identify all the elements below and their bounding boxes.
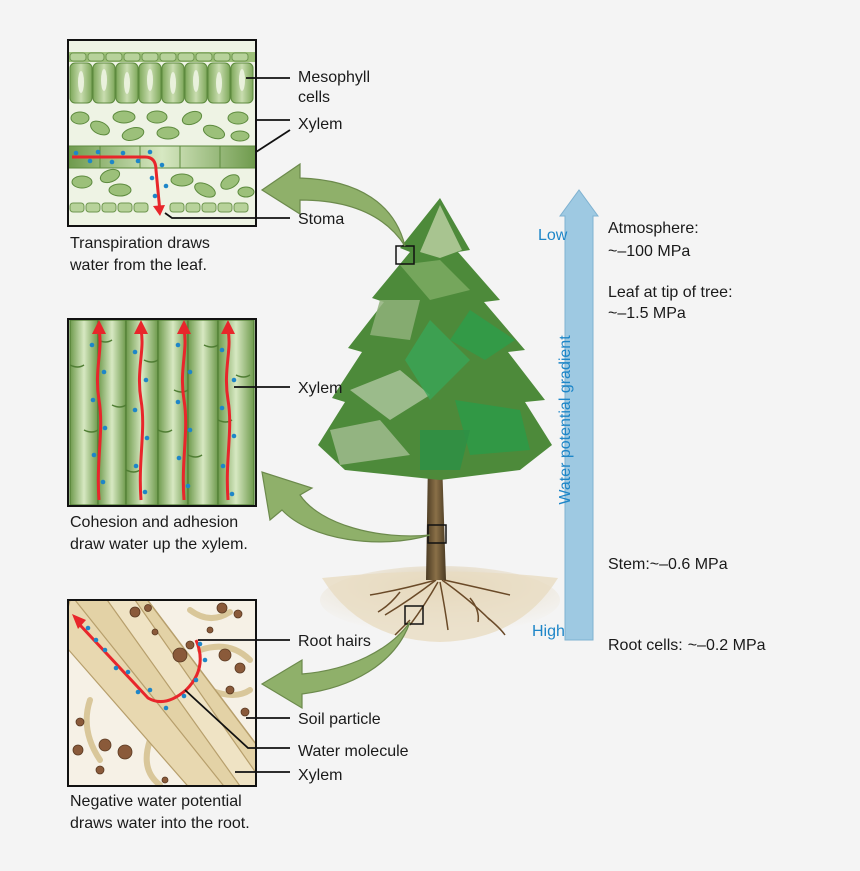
leaf-callout-arrow [260, 162, 406, 247]
label-soil-particle: Soil particle [298, 711, 381, 728]
gradient-axis-label: Water potential gradient [557, 335, 574, 505]
level-leaf-value: ~–1.5 MPa [608, 305, 686, 322]
spongy-cells [70, 110, 255, 198]
root-panel-border [67, 599, 257, 787]
label-mesophyll-line2: cells [298, 89, 330, 106]
caption-stem-line2: draw water up the xylem. [70, 536, 248, 553]
level-atmosphere-name: Atmosphere: [608, 220, 699, 237]
leaf-water-arrowhead [153, 205, 165, 216]
level-root-name: Root cells: [608, 637, 683, 654]
stem-water-paths [95, 329, 232, 501]
caption-root-line2: draws water into the root. [70, 815, 250, 832]
leaf-xylem-vein [67, 145, 257, 169]
level-atmosphere-value: ~–100 MPa [608, 243, 690, 260]
leaf-panel-border [67, 39, 257, 227]
caption-stem-line1: Cohesion and adhesion [70, 514, 238, 531]
tree-canopy [318, 198, 552, 480]
label-root-hairs: Root hairs [298, 633, 371, 650]
level-leaf-name: Leaf at tip of tree: [608, 284, 733, 301]
level-root: Root cells: ~–0.2 MPa [608, 637, 766, 654]
water-potential-gradient-arrow [559, 189, 599, 641]
leaf-cross-section-panel [67, 39, 257, 227]
label-leaf-xylem: Xylem [298, 116, 342, 133]
gradient-high-label: High [532, 623, 565, 640]
label-stem-xylem: Xylem [298, 380, 342, 397]
callout-arrows [260, 162, 431, 710]
root-soil-panel [67, 599, 257, 787]
root-water-molecules [85, 625, 208, 711]
stem-callout-arrow [261, 471, 431, 543]
stem-water-molecules [89, 342, 237, 497]
mesophyll-cells [69, 62, 254, 104]
tree-trunk [426, 460, 446, 580]
tree-illustration [318, 198, 560, 642]
lower-epidermis [69, 202, 249, 213]
gradient-low-label: Low [538, 227, 568, 244]
caption-leaf-line1: Transpiration draws [70, 235, 210, 252]
label-mesophyll-line1: Mesophyll [298, 69, 370, 86]
label-water-molecule: Water molecule [298, 743, 409, 760]
leaf-water-molecules [73, 149, 169, 199]
label-leader-lines [164, 77, 291, 773]
root-callout-arrow [260, 621, 411, 710]
upper-epidermis [68, 52, 256, 62]
stem-xylem-panel [67, 318, 257, 507]
caption-leaf-line2: water from the leaf. [69, 257, 207, 274]
level-stem-name: Stem: [608, 556, 650, 573]
tree-roots [369, 579, 511, 636]
level-stem: Stem:~–0.6 MPa [608, 556, 728, 573]
stem-panel-border [67, 318, 257, 507]
leaf-water-path [72, 155, 162, 213]
label-root-xylem: Xylem [298, 767, 342, 784]
soil-particles [72, 602, 250, 784]
label-stoma: Stoma [298, 211, 344, 228]
caption-root-line1: Negative water potential [70, 793, 242, 810]
level-stem-value: ~–0.6 MPa [650, 556, 728, 573]
level-root-value: ~–0.2 MPa [688, 637, 766, 654]
